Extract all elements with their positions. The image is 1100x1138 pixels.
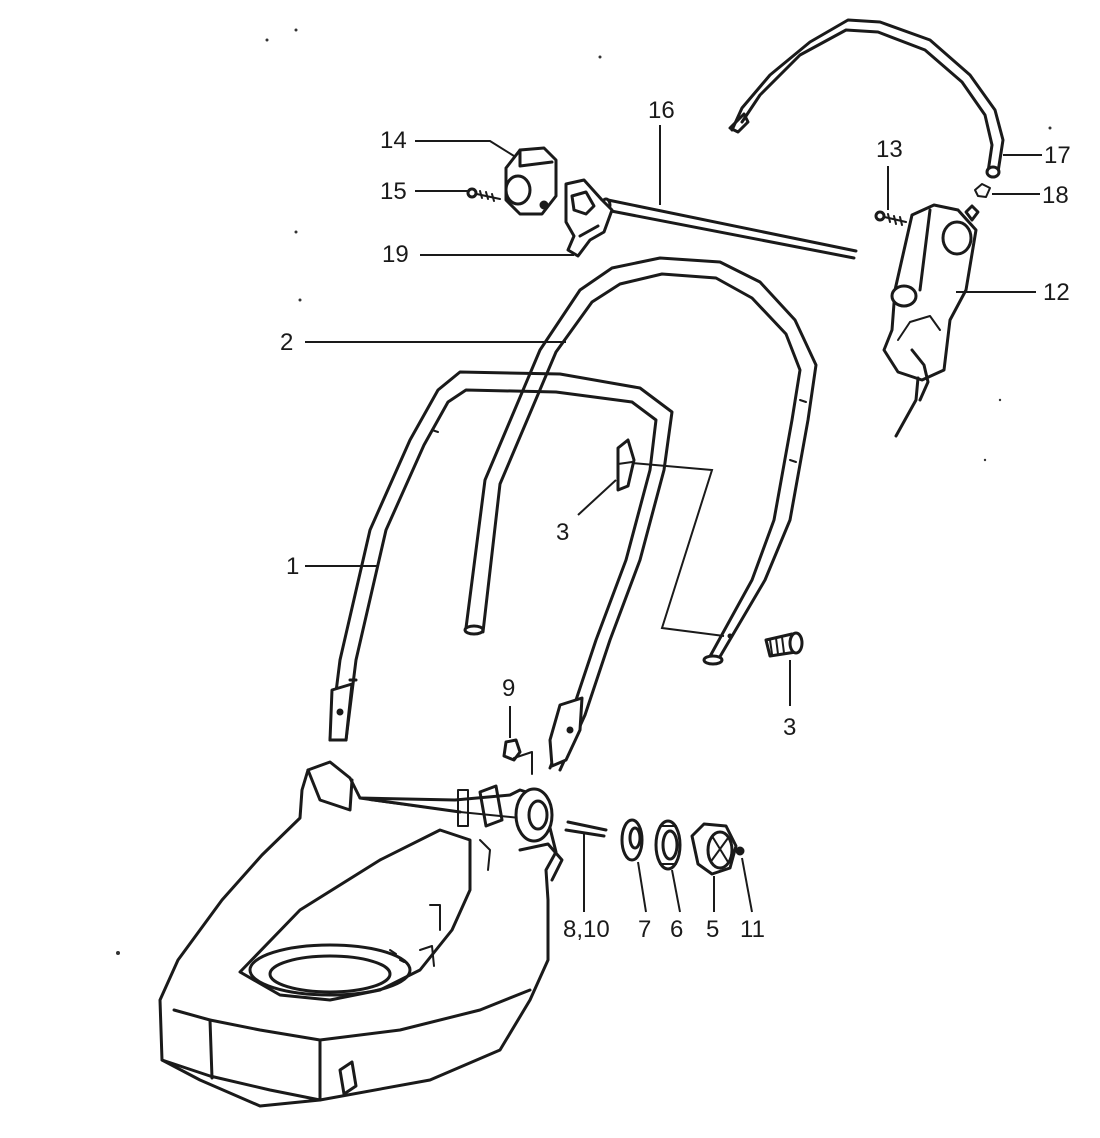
callout-11: 11	[740, 916, 765, 943]
leader-3a-bracket	[631, 462, 725, 637]
part-16-rod	[600, 197, 858, 260]
part-15-screw	[466, 187, 501, 202]
leader-3a	[577, 479, 617, 516]
callout-2: 2	[280, 329, 293, 356]
part-7-washer	[620, 818, 644, 862]
callout-8-10: 8,10	[563, 916, 610, 943]
part-3-knob	[616, 438, 636, 492]
part-17-upper-handle	[728, 18, 1005, 179]
leader-14	[415, 140, 515, 157]
callout-9: 9	[502, 675, 515, 702]
part-18-clip	[974, 183, 991, 198]
callout-15: 15	[380, 178, 407, 205]
part-14-handle-block	[504, 146, 558, 216]
callout-18: 18	[1042, 182, 1069, 209]
callout-14: 14	[380, 127, 407, 154]
callout-13: 13	[876, 136, 903, 163]
part-8-10-axle	[564, 820, 608, 838]
callout-17: 17	[1044, 142, 1071, 169]
callout-16: 16	[648, 97, 675, 124]
leader-6	[671, 869, 681, 913]
callout-3-knob: 3	[556, 519, 569, 546]
callout-7: 7	[638, 916, 651, 943]
scan-specks	[116, 28, 1052, 955]
part-13-screw	[874, 210, 907, 226]
part-9-nut	[502, 738, 533, 775]
callout-1: 1	[286, 553, 299, 580]
part-19-bracket	[564, 178, 614, 258]
part-2-middle-handle	[463, 256, 818, 666]
callout-6: 6	[670, 916, 683, 943]
mower-deck	[158, 760, 564, 1108]
part-11-pin	[735, 846, 745, 856]
part-5-wheel-hub	[690, 822, 738, 876]
callout-5: 5	[706, 916, 719, 943]
callout-3-bolt: 3	[783, 714, 796, 741]
leader-11	[741, 857, 753, 913]
leader-lines	[305, 125, 1042, 913]
part-6-bearing	[654, 819, 682, 871]
callout-labels: 1 2 3 3 5 6 7 8,10 9 11 12 13 14 15 16 1…	[280, 97, 1071, 943]
part-12-switch-housing	[882, 203, 980, 438]
callout-12: 12	[1043, 279, 1070, 306]
part-1-lower-handle	[328, 370, 674, 772]
callout-19: 19	[382, 241, 409, 268]
part-3-bolt	[727, 631, 804, 658]
leader-7	[637, 861, 647, 913]
